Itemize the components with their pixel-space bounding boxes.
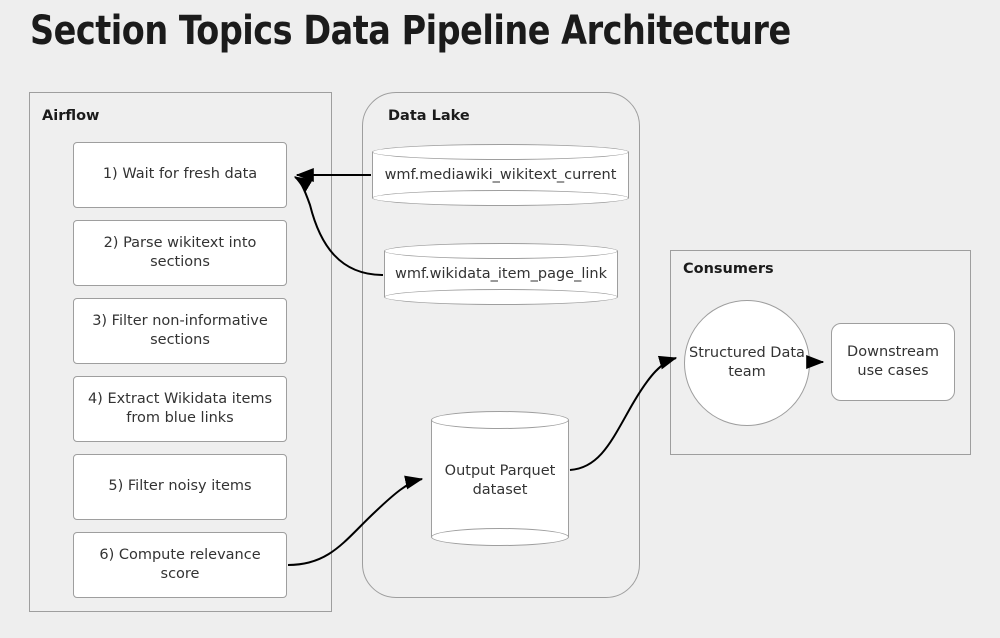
cluster-airflow-label: Airflow (42, 108, 100, 124)
node-airflow-step-1[interactable]: 1) Wait for fresh data (73, 142, 287, 208)
cylinder-top-ellipse (372, 144, 629, 160)
node-airflow-step-2[interactable]: 2) Parse wikitext into sections (73, 220, 287, 286)
node-output-parquet-dataset[interactable]: Output Parquet dataset (431, 411, 569, 546)
node-wmf-mediawiki-wikitext-current[interactable]: wmf.mediawiki_wikitext_current (372, 144, 629, 206)
page-title: Section Topics Data Pipeline Architectur… (30, 8, 791, 54)
cylinder-bottom-ellipse (431, 528, 569, 546)
cylinder-top-ellipse (431, 411, 569, 429)
node-structured-data-team[interactable]: Structured Data team (684, 300, 810, 426)
cylinder-body (431, 420, 569, 537)
node-airflow-step-3[interactable]: 3) Filter non-informative sections (73, 298, 287, 364)
cylinder-top-ellipse (384, 243, 618, 259)
node-label: Output Parquet dataset (444, 463, 556, 499)
cylinder-bottom-ellipse (384, 289, 618, 305)
node-airflow-step-4[interactable]: 4) Extract Wikidata items from blue link… (73, 376, 287, 442)
node-label: wmf.wikidata_item_page_link (395, 266, 607, 282)
node-label: wmf.mediawiki_wikitext_current (384, 167, 617, 183)
node-wmf-wikidata-item-page-link[interactable]: wmf.wikidata_item_page_link (384, 243, 618, 305)
node-airflow-step-6[interactable]: 6) Compute relevance score (73, 532, 287, 598)
cluster-data-lake-label: Data Lake (388, 108, 470, 124)
node-airflow-step-5[interactable]: 5) Filter noisy items (73, 454, 287, 520)
cylinder-bottom-ellipse (372, 190, 629, 206)
cluster-consumers-label: Consumers (683, 261, 774, 277)
node-downstream-use-cases[interactable]: Downstream use cases (831, 323, 955, 401)
